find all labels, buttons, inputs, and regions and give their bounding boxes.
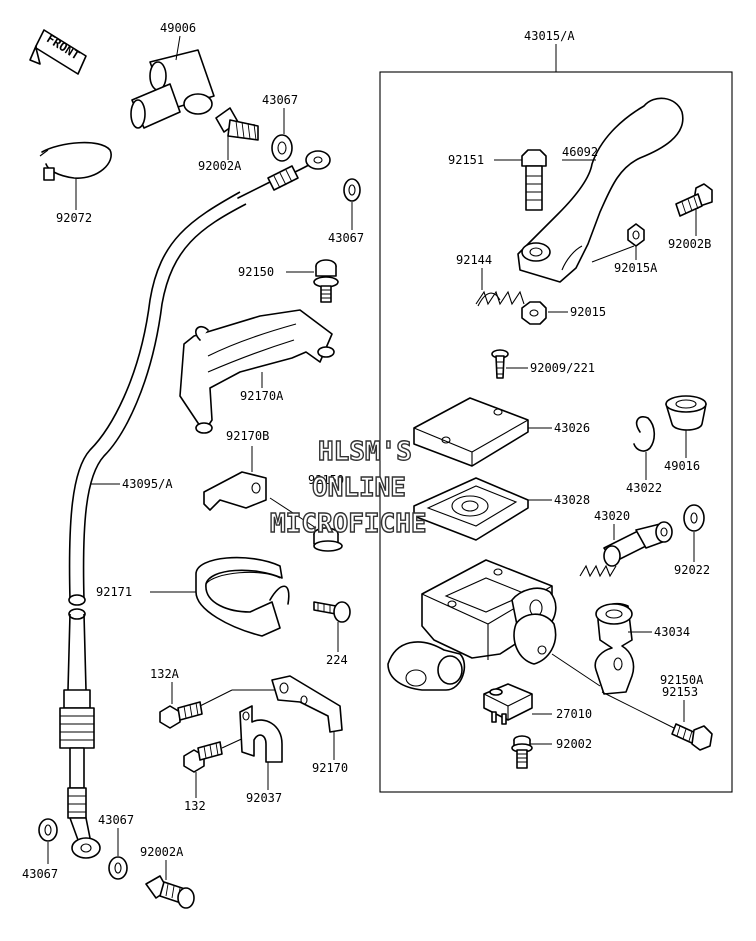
bolt-92150-mid <box>313 527 343 552</box>
washer-43067-bottom-mid <box>108 856 128 880</box>
nut-92015 <box>521 301 547 325</box>
label-92072: 92072 <box>56 211 92 225</box>
label-92171: 92171 <box>96 585 132 599</box>
label-92015A: 92015A <box>614 261 658 275</box>
label-92150-mid: 92150 <box>308 473 344 487</box>
watermark-line-1: HLSM'S <box>318 437 412 467</box>
spring-92144 <box>475 290 525 307</box>
label-92170B: 92170B <box>226 429 269 443</box>
label-27010: 27010 <box>556 707 592 721</box>
bolt-92002B <box>675 183 713 217</box>
banjo-bolt-92002A-top <box>215 107 259 141</box>
bolt-132 <box>183 741 223 773</box>
label-92144: 92144 <box>456 253 492 267</box>
label-43022: 43022 <box>626 481 662 495</box>
label-132: 132 <box>184 799 206 813</box>
label-92022: 92022 <box>674 563 710 577</box>
label-49006: 49006 <box>160 21 196 35</box>
clamp-bracket-92170 <box>271 675 343 733</box>
label-43028: 43028 <box>554 493 590 507</box>
label-43034: 43034 <box>654 625 690 639</box>
banjo-cap-49006 <box>130 49 215 129</box>
label-43020: 43020 <box>594 509 630 523</box>
label-43067-mid: 43067 <box>328 231 364 245</box>
label-92009-221: 92009/221 <box>530 361 595 375</box>
clamp-bracket-92170B <box>203 471 267 511</box>
label-43067-bottom-left: 43067 <box>22 867 58 881</box>
washer-43067-bottom-left <box>38 818 58 842</box>
screw-92009-221 <box>491 349 509 379</box>
diaphragm-43028 <box>413 477 529 541</box>
label-92150-top: 92150 <box>238 265 274 279</box>
label-92153: 92153 <box>662 685 698 699</box>
screw-224 <box>313 601 351 623</box>
brake-light-switch-27010 <box>483 683 533 725</box>
bolt-92002 <box>511 735 533 769</box>
front-direction-badge: FRONT <box>29 29 87 75</box>
label-224: 224 <box>326 653 348 667</box>
label-92037: 92037 <box>246 791 282 805</box>
clamp-bracket-92170A <box>179 309 335 434</box>
watermark: HLSM'S ONLINE MICROFICHE <box>269 436 427 539</box>
label-92015: 92015 <box>570 305 606 319</box>
label-43095A: 43095/A <box>122 477 173 491</box>
label-92002: 92002 <box>556 737 592 751</box>
label-92002A-bottom: 92002A <box>140 845 184 859</box>
label-92002A-top: 92002A <box>198 159 242 173</box>
piston-kit-43020 <box>579 521 673 578</box>
pivot-bolt-92151 <box>521 149 547 211</box>
snap-ring-43022 <box>633 416 656 452</box>
washer-92022 <box>683 504 705 532</box>
bolt-92150-top <box>313 259 339 303</box>
label-92151: 92151 <box>448 153 484 167</box>
bolt-132A <box>159 701 203 729</box>
boot-49016 <box>665 395 707 431</box>
label-46092: 46092 <box>562 145 598 159</box>
watermark-line-2: ONLINE <box>312 473 406 503</box>
banjo-bolt-92002A-bottom <box>145 875 195 909</box>
watermark-line-3: MICROFICHE <box>270 509 427 539</box>
nut-92015A <box>627 223 645 247</box>
label-92170A: 92170A <box>240 389 284 403</box>
bolt-92150A-92153 <box>671 723 713 751</box>
brake-lever-46092 <box>517 97 684 283</box>
master-cylinder-body <box>387 559 601 691</box>
clamp-92037 <box>239 705 283 763</box>
label-92150A: 92150A <box>660 673 704 687</box>
label-43067-top: 43067 <box>262 93 298 107</box>
label-49016: 49016 <box>664 459 700 473</box>
washer-43067-top <box>271 134 293 162</box>
label-43067-bottom-mid: 43067 <box>98 813 134 827</box>
washer-43067-mid <box>343 178 361 202</box>
label-43015A: 43015/A <box>524 29 575 43</box>
label-92002B: 92002B <box>668 237 711 251</box>
label-43026: 43026 <box>554 421 590 435</box>
label-92170: 92170 <box>312 761 348 775</box>
pipe-clamp-92171 <box>195 556 290 637</box>
cable-tie-92072 <box>39 141 112 181</box>
clamp-holder-43034 <box>594 602 635 695</box>
label-132A: 132A <box>150 667 180 681</box>
reservoir-cover-43026 <box>413 397 529 467</box>
brake-hose-43095A <box>59 150 331 859</box>
